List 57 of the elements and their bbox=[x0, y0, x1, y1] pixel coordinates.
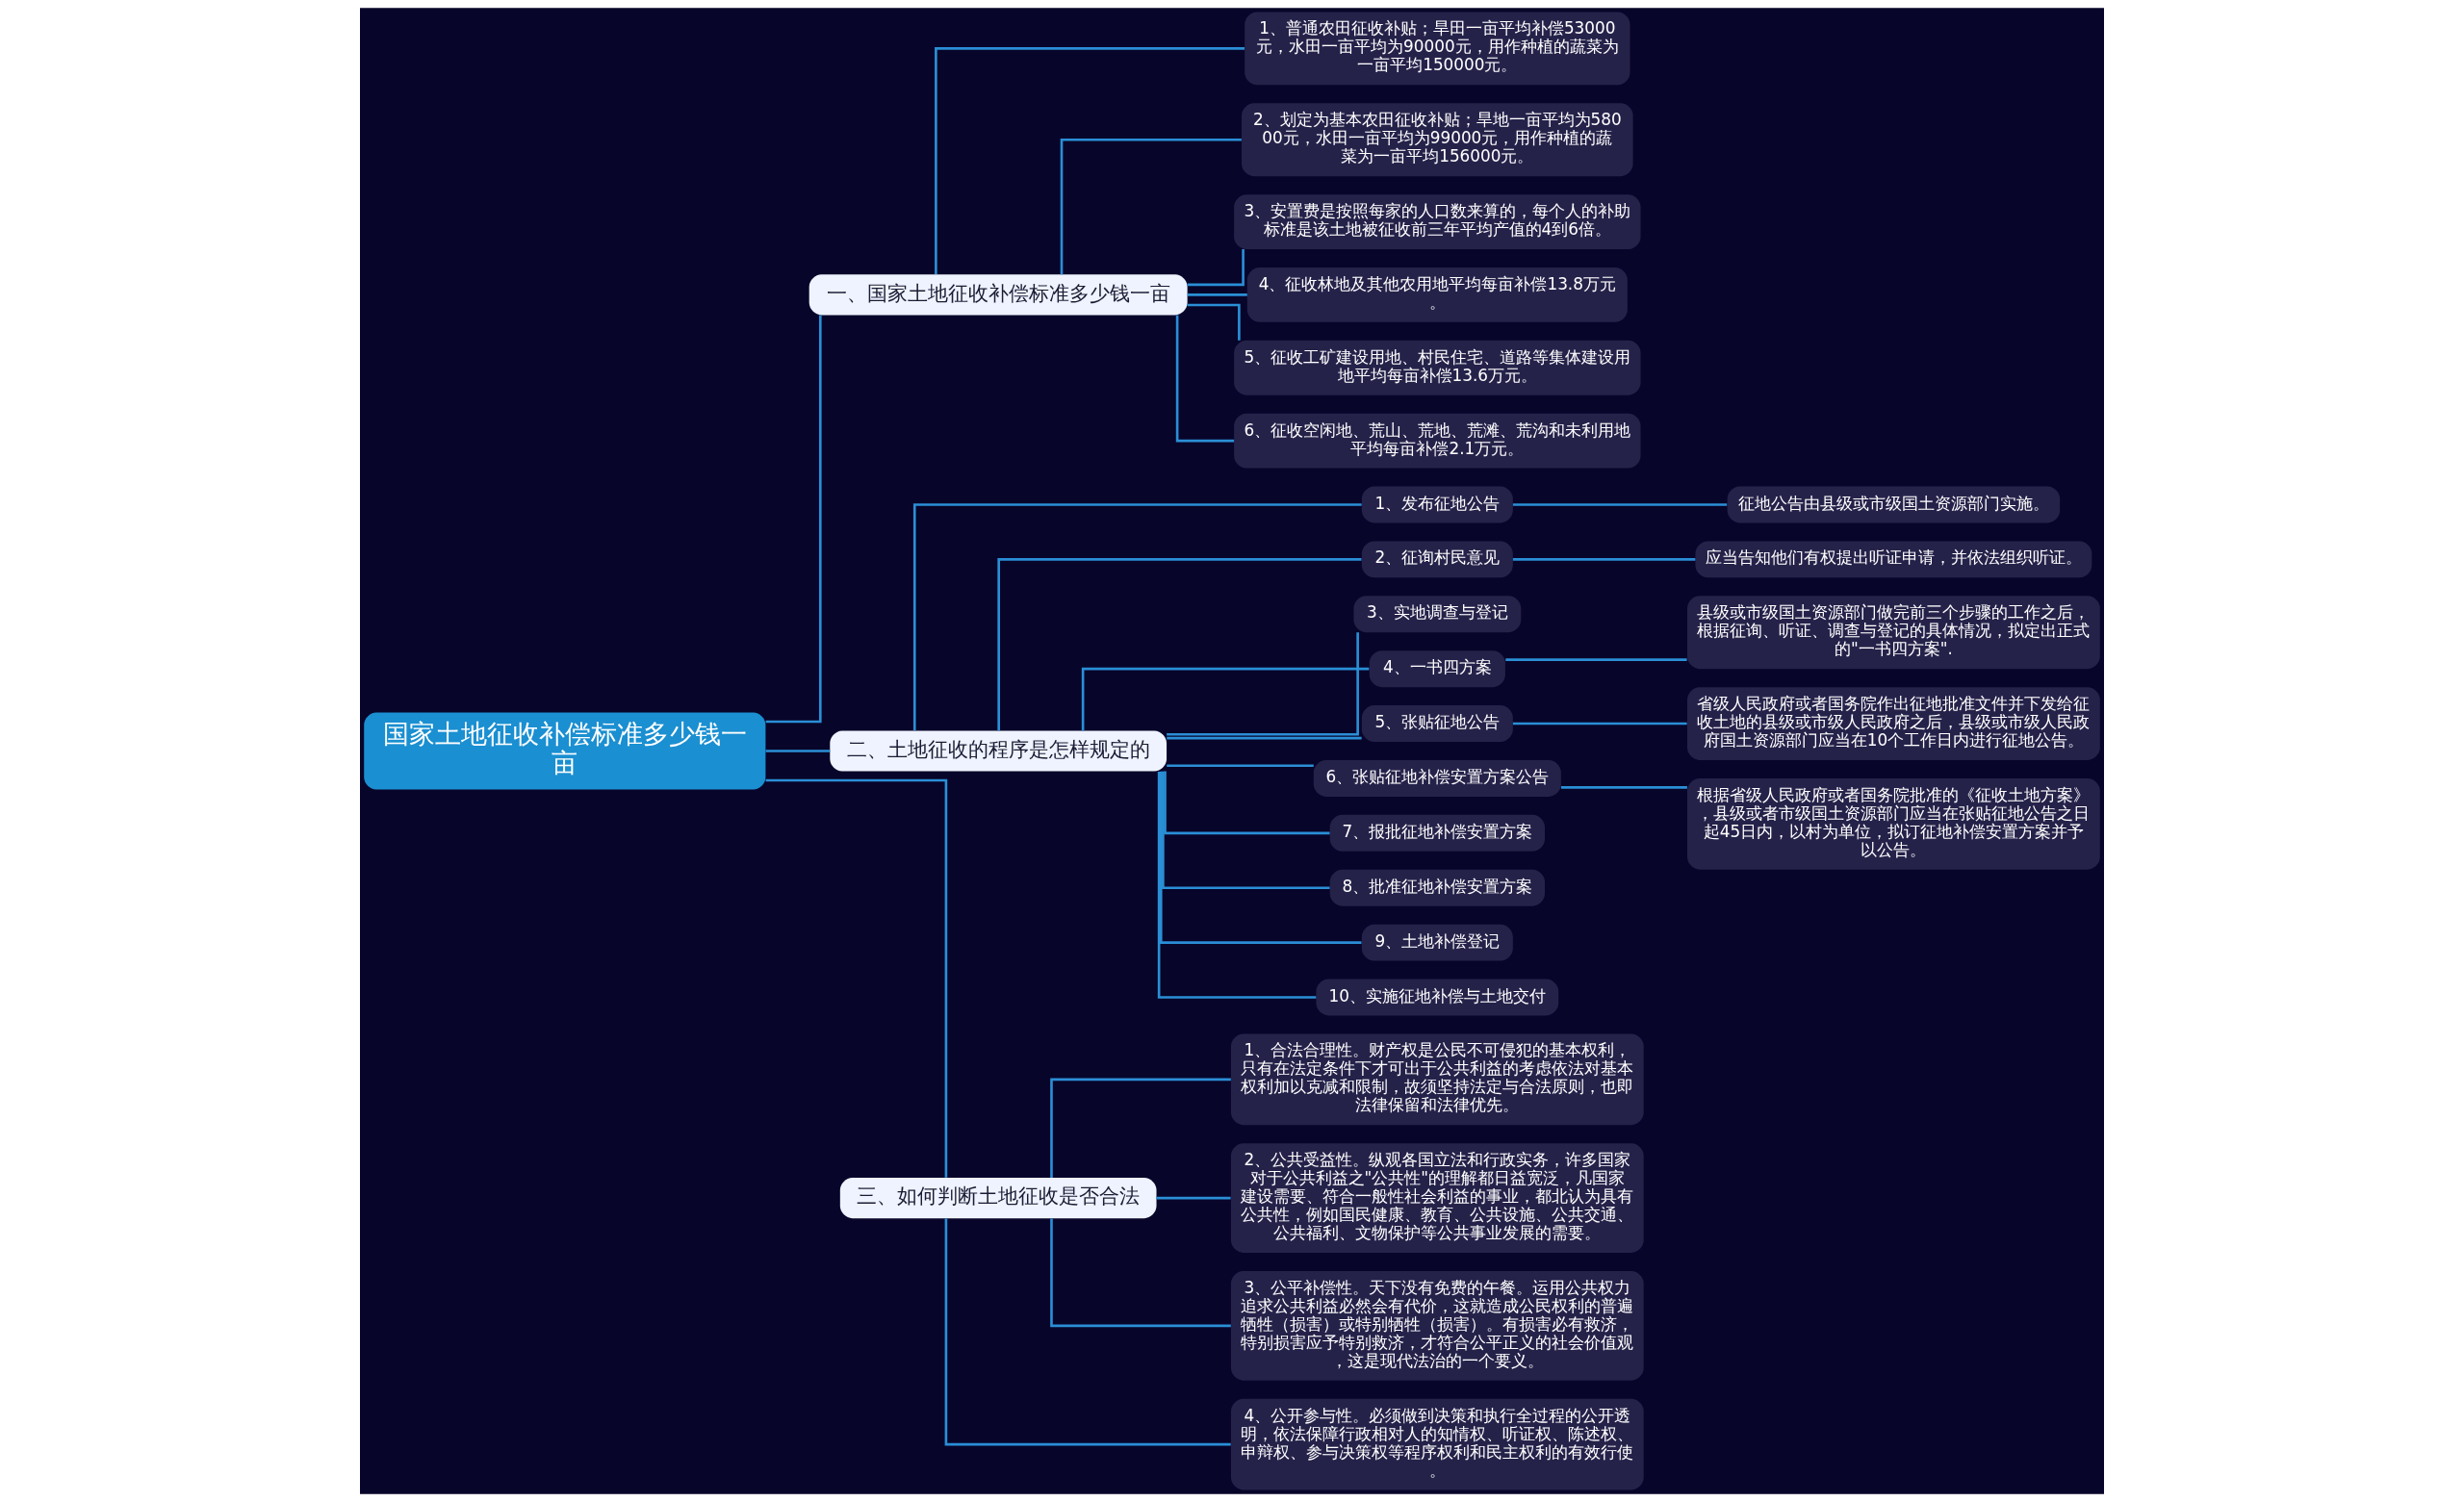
connector bbox=[1175, 315, 1235, 443]
node-box: 1、合法合理性。财产权是公民不可侵犯的基本权利，只有在法定条件下才可出于公共利益的考虑依法对基本权利加以克减和限制，故须坚持法定与合法原则，也即法律保留和法律优先。 bbox=[1230, 1033, 1644, 1126]
connector bbox=[1157, 771, 1317, 999]
node-box: 2、征询村民意见 bbox=[1361, 541, 1513, 578]
node-box: 8、批准征地补偿安置方案 bbox=[1329, 869, 1545, 906]
connector bbox=[1167, 632, 1359, 736]
node-box: 根据省级人民政府或者国务院批准的《征收土地方案》，县级或者市级国土资源部门应当在张贴征地公告之日起45日内，以村为单位，拟订征地补偿安置方案并予以公告。 bbox=[1687, 777, 2100, 870]
node-box: 应当告知他们有权提出听证申请，并依法组织听证。 bbox=[1695, 541, 2092, 578]
node-box: 4、征收林地及其他农用地平均每亩补偿13.8万元。 bbox=[1246, 267, 1628, 322]
connector bbox=[1187, 293, 1247, 296]
node-box: 5、征收工矿建设用地、村民住宅、道路等集体建设用地平均每亩补偿13.6万元。 bbox=[1234, 340, 1641, 395]
connector bbox=[1167, 764, 1314, 768]
node-box: 5、张贴征地公告 bbox=[1361, 705, 1513, 742]
connector bbox=[765, 315, 822, 724]
node-box: 二、土地征收的程序是怎样规定的 bbox=[830, 730, 1168, 772]
connector bbox=[1060, 138, 1242, 275]
node-box: 3、公平补偿性。天下没有免费的午餐。运用公共权力追求公共利益必然会有代价，这就造成公民权利的普遍牺牲（损害）或特别牺牲（损害）。有损害必有救济，特别损害应予特别救济，才符合公平正义的社会价值观，这是现代法治的一个要义。 bbox=[1230, 1270, 1644, 1381]
connector bbox=[1187, 303, 1241, 341]
connector bbox=[1081, 667, 1370, 731]
node-box: 10、实施征地补偿与土地交付 bbox=[1316, 979, 1559, 1016]
node-box: 6、征收空闲地、荒山、荒地、荒滩、荒沟和未利用地平均每亩补偿2.1万元。 bbox=[1234, 413, 1641, 469]
node-box: 征地公告由县级或市级国土资源部门实施。 bbox=[1727, 486, 2061, 523]
connector bbox=[1164, 771, 1330, 835]
connector bbox=[765, 750, 831, 752]
node-box: 三、如何判断土地征收是否合法 bbox=[839, 1178, 1157, 1219]
node-box: 2、公共受益性。纵观各国立法和行政实务，许多国家对于公共利益之"公共性"的理解都日益宽泛，凡国家建设需要、符合一般性社会利益的事业，都北认为具有公共性，例如国民健康、教育、公共设施、公共交通、公共福利、文物保护等公共事业发展的需要。 bbox=[1230, 1143, 1644, 1253]
connector bbox=[1512, 722, 1687, 726]
connector bbox=[912, 503, 1362, 731]
node-box: 县级或市级国土资源部门做完前三个步骤的工作之后，根据征询、听证、调查与登记的具体情况，拟定出正式的"一书四方案". bbox=[1687, 596, 2100, 670]
node-box: 2、划定为基本农田征收补贴；旱地一亩平均为58000元，水田一亩平均为99000元，用作种植的蔬菜为一亩平均156000元。 bbox=[1242, 103, 1633, 177]
connector bbox=[765, 778, 948, 1178]
connector bbox=[1050, 1078, 1231, 1178]
connector bbox=[1167, 736, 1362, 740]
node-box: 一、国家土地征收补偿标准多少钱一亩 bbox=[808, 274, 1188, 316]
connector bbox=[1512, 503, 1728, 506]
connector bbox=[1187, 249, 1245, 287]
connector bbox=[1159, 771, 1362, 944]
node-box: 3、实地调查与登记 bbox=[1353, 596, 1522, 633]
connector bbox=[1505, 658, 1687, 661]
connector bbox=[1050, 1218, 1231, 1328]
connector bbox=[1560, 786, 1687, 789]
node-box: 1、发布征地公告 bbox=[1361, 486, 1513, 523]
node-box: 国家土地征收补偿标准多少钱一亩 bbox=[364, 712, 766, 790]
node-box: 9、土地补偿登记 bbox=[1361, 924, 1513, 961]
node-box: 4、公开参与性。必须做到决策和执行全过程的公开透明，依法保障行政相对人的知情权、听证权、陈述权、申辩权、参与决策权等程序权利和民主权利的有效行使。 bbox=[1230, 1398, 1644, 1490]
node-box: 3、安置费是按照每家的人口数来算的，每个人的补助标准是该土地被征收前三年平均产值的4到6倍。 bbox=[1234, 194, 1641, 249]
connector bbox=[997, 558, 1362, 731]
node-box: 4、一书四方案 bbox=[1369, 650, 1505, 688]
node-box: 省级人民政府或者国务院作出征地批准文件并下发给征收土地的县级或市级人民政府之后，县级或市级人民政府国土资源部门应当在10个工作日内进行征地公告。 bbox=[1687, 687, 2100, 760]
connector bbox=[1512, 558, 1696, 561]
connector bbox=[1156, 1196, 1231, 1200]
connector bbox=[935, 47, 1245, 275]
connector bbox=[1162, 771, 1330, 890]
node-box: 6、张贴征地补偿安置方案公告 bbox=[1313, 760, 1561, 797]
connector bbox=[944, 1218, 1231, 1446]
node-box: 1、普通农田征收补贴；旱田一亩平均补偿53000元，水田一亩平均为90000元，用作种植的蔬菜为一亩平均150000元。 bbox=[1245, 12, 1630, 86]
node-box: 7、报批征地补偿安置方案 bbox=[1329, 814, 1545, 852]
